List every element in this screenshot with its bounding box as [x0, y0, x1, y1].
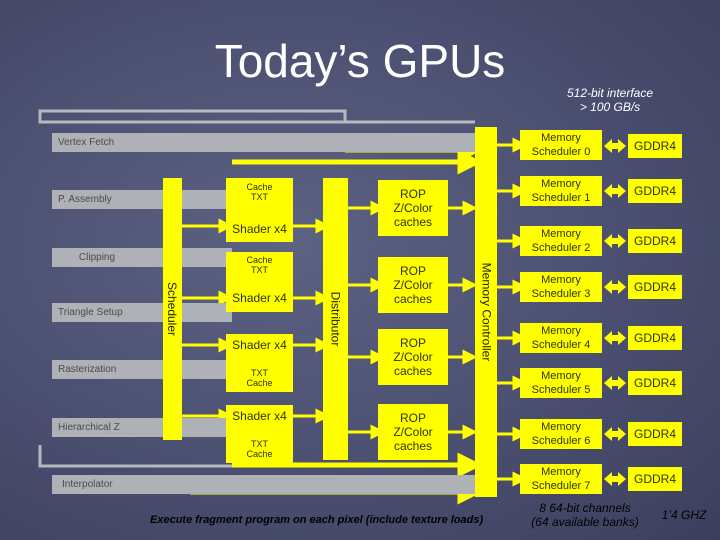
stage-interpolator: Interpolator — [52, 475, 492, 494]
memory-controller-unit: Memory Controller — [475, 127, 497, 497]
memory-scheduler-6: Memory Scheduler 6 — [520, 419, 602, 449]
memory-scheduler-1: Memory Scheduler 1 — [520, 176, 602, 206]
memory-scheduler-7: Memory Scheduler 7 — [520, 464, 602, 494]
memory-scheduler-4: Memory Scheduler 4 — [520, 323, 602, 353]
speed-note: 1’4 GHZ — [661, 508, 707, 522]
shader-label: Shader x4 — [232, 409, 287, 423]
gddr4-chip-3: GDDR4 — [628, 275, 682, 299]
grey-connector — [38, 117, 475, 124]
slide-title: Today’s GPUs — [214, 35, 506, 87]
shader-label: Shader x4 — [232, 291, 287, 305]
memory-scheduler-0: Memory Scheduler 0 — [520, 130, 602, 160]
scheduler-label: Scheduler — [165, 281, 180, 337]
scheduler-unit: Scheduler — [163, 178, 182, 440]
stage-clipping: Clipping — [52, 248, 232, 267]
gddr-double-arrows — [604, 139, 626, 486]
gddr4-chip-4: GDDR4 — [628, 326, 682, 350]
gddr4-chip-6: GDDR4 — [628, 422, 682, 446]
distributor-label: Distributor — [328, 291, 343, 347]
stage-triangle-setup: Triangle Setup — [52, 303, 232, 322]
gddr4-chip-1: GDDR4 — [628, 179, 682, 203]
gddr4-chip-7: GDDR4 — [628, 467, 682, 491]
grey-loop-connector — [38, 109, 347, 122]
gddr4-chip-2: GDDR4 — [628, 229, 682, 253]
interface-note: 512-bit interface > 100 GB/s — [566, 86, 654, 114]
shader-label: Shader x4 — [232, 338, 287, 352]
memory-scheduler-2: Memory Scheduler 2 — [520, 226, 602, 256]
shader-label: Shader x4 — [232, 222, 287, 236]
stage-hierarchical-z: Hierarchical Z — [52, 418, 232, 437]
fragment-note: Execute fragment program on each pixel (… — [150, 514, 484, 526]
mc-scheduler-arrows — [497, 137, 528, 487]
channels-note: 8 64-bit channels (64 available banks) — [531, 501, 639, 529]
memory-controller-label: Memory Controller — [479, 262, 494, 362]
stage-vertex-fetch: Vertex Fetch — [52, 133, 492, 152]
memory-scheduler-3: Memory Scheduler 3 — [520, 272, 602, 302]
gddr4-chip-5: GDDR4 — [628, 371, 682, 395]
stage-primitive-assembly: P. Assembly — [52, 190, 232, 209]
memory-scheduler-5: Memory Scheduler 5 — [520, 368, 602, 398]
distributor-unit: Distributor — [323, 178, 348, 460]
stage-rasterization: Rasterization — [52, 360, 232, 379]
gddr4-chip-0: GDDR4 — [628, 134, 682, 158]
